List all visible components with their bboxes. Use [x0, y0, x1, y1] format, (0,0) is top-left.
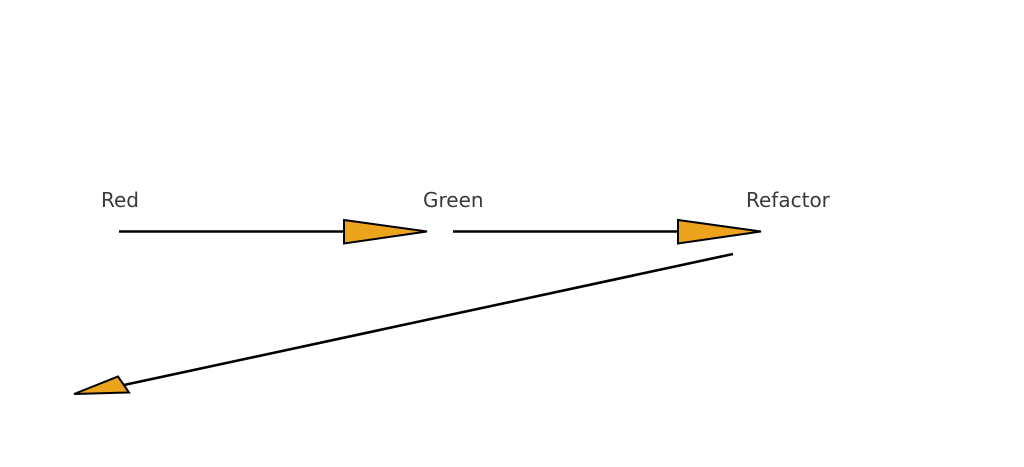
arrow-head-icon: [73, 375, 131, 395]
arrow-red-to-green: [119, 218, 428, 245]
arrow-head-icon: [343, 218, 428, 245]
phase-label-green: Green: [423, 188, 484, 212]
phase-label-red: Red: [101, 188, 139, 212]
arrow-green-to-refactor: [453, 218, 762, 245]
arrow-refactor-back-to-red: [73, 252, 734, 395]
phase-label-refactor: Refactor: [746, 188, 830, 212]
arrow-head-icon: [677, 218, 762, 245]
arrow-shaft: [123, 252, 734, 387]
